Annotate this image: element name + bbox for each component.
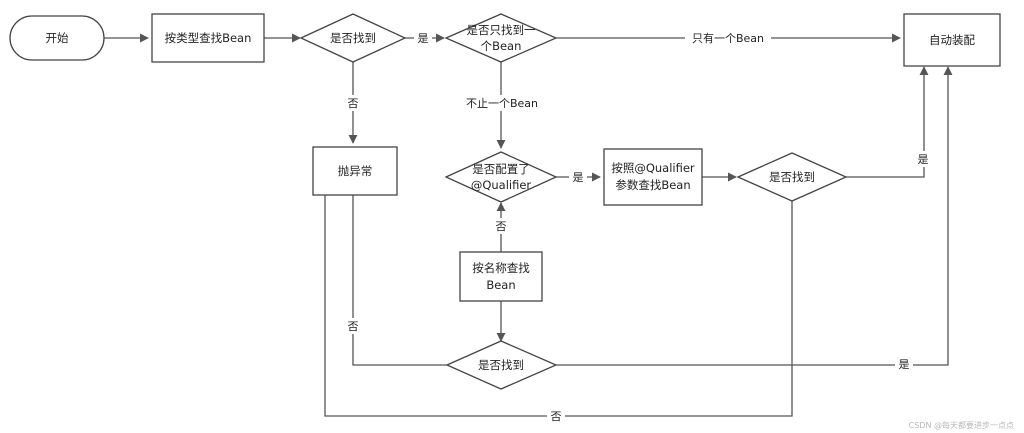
node-qualifier: 是否配置了 @Qualifier bbox=[444, 151, 558, 203]
node-qualifier-label-2: @Qualifier bbox=[471, 178, 532, 192]
edge-label-yes-3: 是 bbox=[918, 153, 929, 166]
edge-label-yes-1: 是 bbox=[418, 32, 429, 45]
edge-found-2-to-throw bbox=[320, 183, 793, 417]
node-only-one: 是否只找到一 个Bean bbox=[444, 13, 558, 63]
edge-label-no-1: 否 bbox=[348, 97, 359, 110]
node-by-qualifier-label-1: 按照@Qualifier bbox=[611, 161, 695, 175]
node-start-label: 开始 bbox=[46, 31, 69, 45]
node-found-3: 是否找到 bbox=[445, 340, 558, 390]
edge-found-3-to-throw bbox=[348, 183, 447, 366]
edge-label-yes-4: 是 bbox=[899, 358, 910, 371]
node-autowire: 自动装配 bbox=[903, 13, 1001, 67]
node-throw: 抛异常 bbox=[312, 146, 398, 196]
node-found-2: 是否找到 bbox=[736, 152, 848, 202]
node-by-name: 按名称查找 Bean bbox=[459, 251, 543, 302]
node-qualifier-label-1: 是否配置了 bbox=[472, 162, 530, 176]
node-by-name-label-1: 按名称查找 bbox=[472, 261, 530, 275]
edge-found-2-to-autowire bbox=[846, 66, 929, 178]
watermark: CSDN @每天都要进步一点点 bbox=[909, 420, 1014, 430]
edge-label-more-than-one: 不止一个Bean bbox=[466, 97, 538, 110]
node-find-by-type-label: 按类型查找Bean bbox=[165, 31, 252, 45]
node-found-2-label: 是否找到 bbox=[769, 170, 815, 184]
node-only-one-label-1: 是否只找到一 bbox=[467, 23, 536, 37]
node-found-1-label: 是否找到 bbox=[330, 31, 376, 45]
edge-labels: 是 只有一个Bean 否 不止一个Bean 是 否 是 否 是 否 bbox=[344, 30, 932, 424]
edge-label-no-4: 否 bbox=[551, 410, 562, 423]
node-by-name-label-2: Bean bbox=[486, 278, 515, 292]
edge-label-only-one: 只有一个Bean bbox=[692, 31, 764, 45]
node-by-qualifier-label-2: 参数查找Bean bbox=[615, 178, 690, 192]
node-only-one-label-2: 个Bean bbox=[481, 39, 522, 53]
edge-label-no-3: 否 bbox=[348, 320, 359, 333]
edge-label-no-2: 否 bbox=[496, 220, 507, 233]
node-found-3-label: 是否找到 bbox=[478, 358, 524, 372]
node-by-qualifier: 按照@Qualifier 参数查找Bean bbox=[603, 148, 703, 206]
edge-found-3-to-autowire bbox=[556, 66, 953, 366]
node-found-1: 是否找到 bbox=[299, 13, 407, 63]
edge-label-yes-2: 是 bbox=[573, 171, 584, 184]
node-throw-label: 抛异常 bbox=[338, 164, 373, 178]
node-find-by-type: 按类型查找Bean bbox=[151, 13, 265, 63]
node-autowire-label: 自动装配 bbox=[929, 33, 975, 47]
node-start: 开始 bbox=[9, 15, 105, 61]
